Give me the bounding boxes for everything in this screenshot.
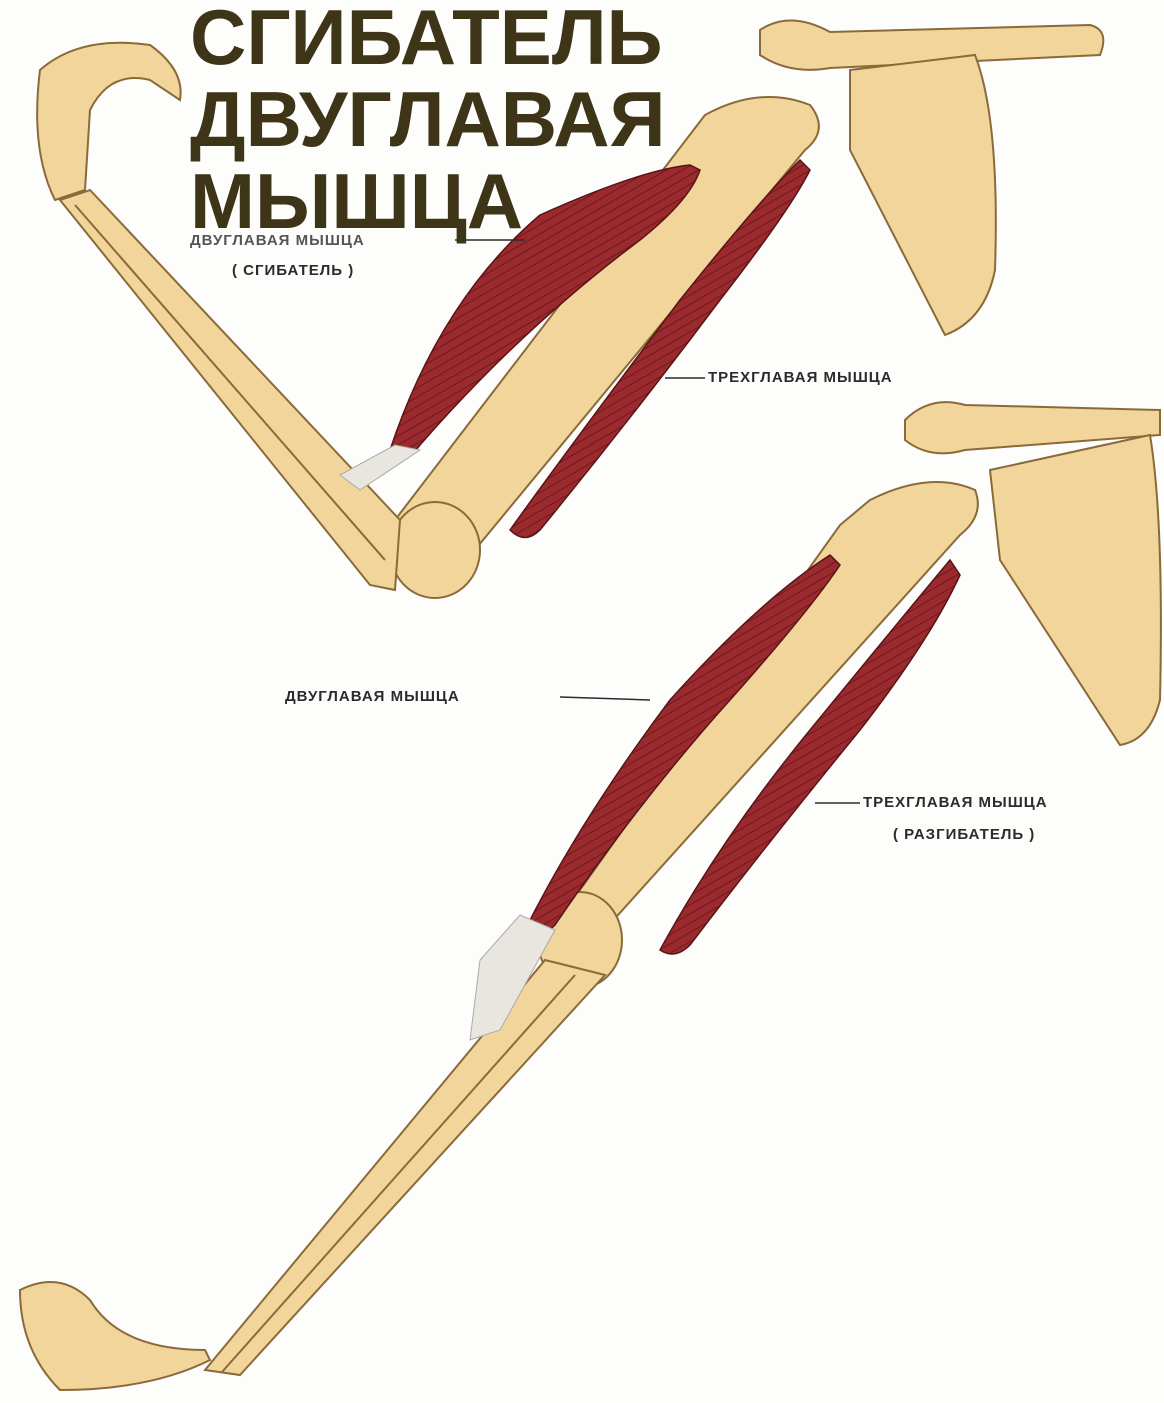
headline-line-1: СГИБАТЕЛЬ xyxy=(190,0,666,78)
headline-line-3: МЫШЦА xyxy=(190,160,666,242)
slide-headline: СГИБАТЕЛЬ ДВУГЛАВАЯ МЫШЦА xyxy=(190,0,666,242)
extended-hand xyxy=(20,1282,210,1390)
extended-humerus xyxy=(555,482,978,941)
flexed-scapula xyxy=(850,55,996,335)
label-extended-triceps-note: ( РАЗГИБАТЕЛЬ ) xyxy=(893,826,1035,843)
label-flexed-biceps-note: ( СГИБАТЕЛЬ ) xyxy=(232,262,354,279)
extended-scapula xyxy=(990,435,1161,745)
extended-biceps-muscle xyxy=(525,555,840,934)
flexed-elbow xyxy=(390,502,480,598)
headline-line-2: ДВУГЛАВАЯ xyxy=(190,78,666,160)
flexed-hand xyxy=(37,43,180,200)
label-flexed-triceps: ТРЕХГЛАВАЯ МЫШЦА xyxy=(708,369,893,386)
label-flexed-biceps: ДВУГЛАВАЯ МЫШЦА xyxy=(190,232,365,249)
leader-extended-biceps xyxy=(560,697,650,700)
extended-arm xyxy=(20,402,1161,1390)
label-extended-triceps: ТРЕХГЛАВАЯ МЫШЦА xyxy=(863,794,1048,811)
label-extended-biceps: ДВУГЛАВАЯ МЫШЦА xyxy=(285,688,460,705)
flexed-forearm xyxy=(60,190,400,590)
